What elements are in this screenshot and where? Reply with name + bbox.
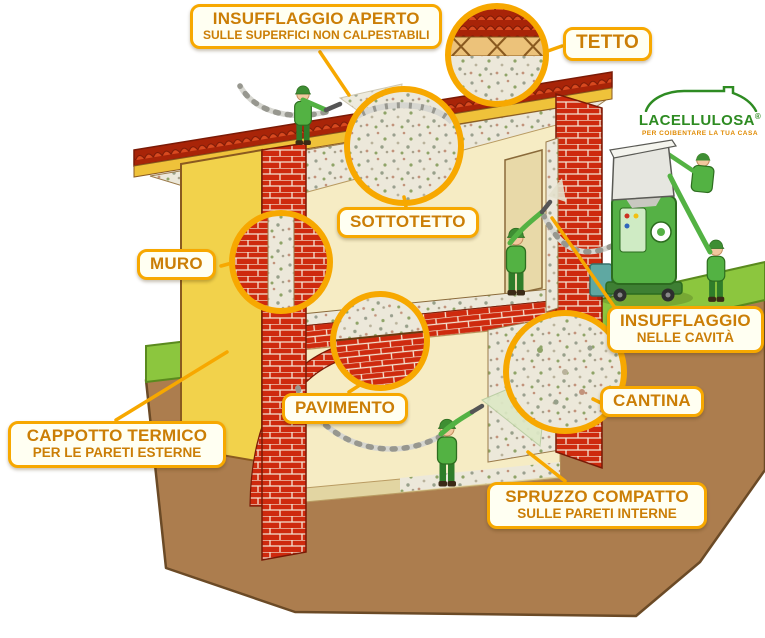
label-subtitle: SULLE SUPERFICI NON CALPESTABILI: [203, 28, 430, 43]
label-title: TETTO: [576, 32, 639, 53]
callout-circle-sottotetto: [344, 86, 464, 206]
callout-label-cappotto-termico: CAPPOTTO TERMICO PER LE PARETI ESTERNE: [8, 421, 226, 468]
label-title: SOTTOTETTO: [350, 212, 466, 231]
brand-tagline: PER COIBENTARE LA TUA CASA: [641, 130, 759, 137]
label-subtitle: PER LE PARETI ESTERNE: [32, 445, 202, 461]
callout-circle-tetto: [445, 3, 549, 107]
line-insufflaggio-cavita: [550, 216, 622, 317]
callout-label-sottotetto: SOTTOTETTO: [337, 207, 479, 239]
brand-name-text: LACELLULOSA: [638, 112, 755, 129]
label-title: MURO: [150, 254, 203, 273]
worker-upper-room: [505, 178, 566, 297]
insulation-machine: [589, 139, 726, 307]
line-sottotetto: [402, 195, 408, 209]
label-subtitle: SULLE PARETI INTERNE: [517, 506, 677, 522]
exterior-wall: [180, 148, 263, 464]
label-title: CAPPOTTO TERMICO: [26, 426, 208, 445]
line-muro: [219, 261, 234, 268]
callout-circle-muro: [229, 210, 333, 314]
callout-label-muro: MURO: [137, 249, 216, 281]
label-title: INSUFFLAGGIO: [620, 311, 751, 330]
callout-label-cantina: CANTINA: [600, 386, 704, 418]
label-title: CANTINA: [613, 391, 691, 410]
label-title: INSUFFLAGGIO APERTO: [212, 9, 420, 28]
brick-pillar: [261, 142, 307, 561]
line-insufflaggio-aperto: [318, 50, 351, 97]
callout-circle-cantina: [503, 310, 627, 434]
brand-name: LACELLULOSA®: [634, 112, 765, 129]
label-title: PAVIMENTO: [295, 398, 396, 417]
callout-label-insufflaggio-cavita: INSUFFLAGGIO NELLE CAVITÀ: [607, 306, 764, 353]
callout-label-tetto: TETTO: [563, 27, 652, 61]
line-cantina: [591, 397, 603, 405]
callout-label-pavimento: PAVIMENTO: [282, 393, 409, 425]
line-spruzzo: [526, 450, 567, 483]
line-pavimento: [347, 381, 365, 394]
label-subtitle: NELLE CAVITÀ: [636, 330, 735, 346]
spray-jet: [548, 178, 566, 202]
logo-house-icon: [644, 86, 758, 112]
worker-machine-loader: [665, 151, 715, 194]
line-tetto: [543, 44, 564, 54]
label-title: SPRUZZO COMPATTO: [505, 487, 689, 506]
connector-lines: [114, 44, 622, 483]
callout-label-insufflaggio-aperto: INSUFFLAGGIO APERTO SULLE SUPERFICI NON …: [190, 4, 443, 50]
callout-label-spruzzo-compatto: SPRUZZO COMPATTO SULLE PARETI INTERNE: [487, 482, 707, 529]
brand-logo: LACELLULOSA® PER COIBENTARE LA TUA CASA: [634, 86, 765, 137]
line-cappotto: [114, 350, 229, 422]
worker-machine-operator: [667, 173, 726, 303]
registered-mark: ®: [754, 112, 762, 121]
